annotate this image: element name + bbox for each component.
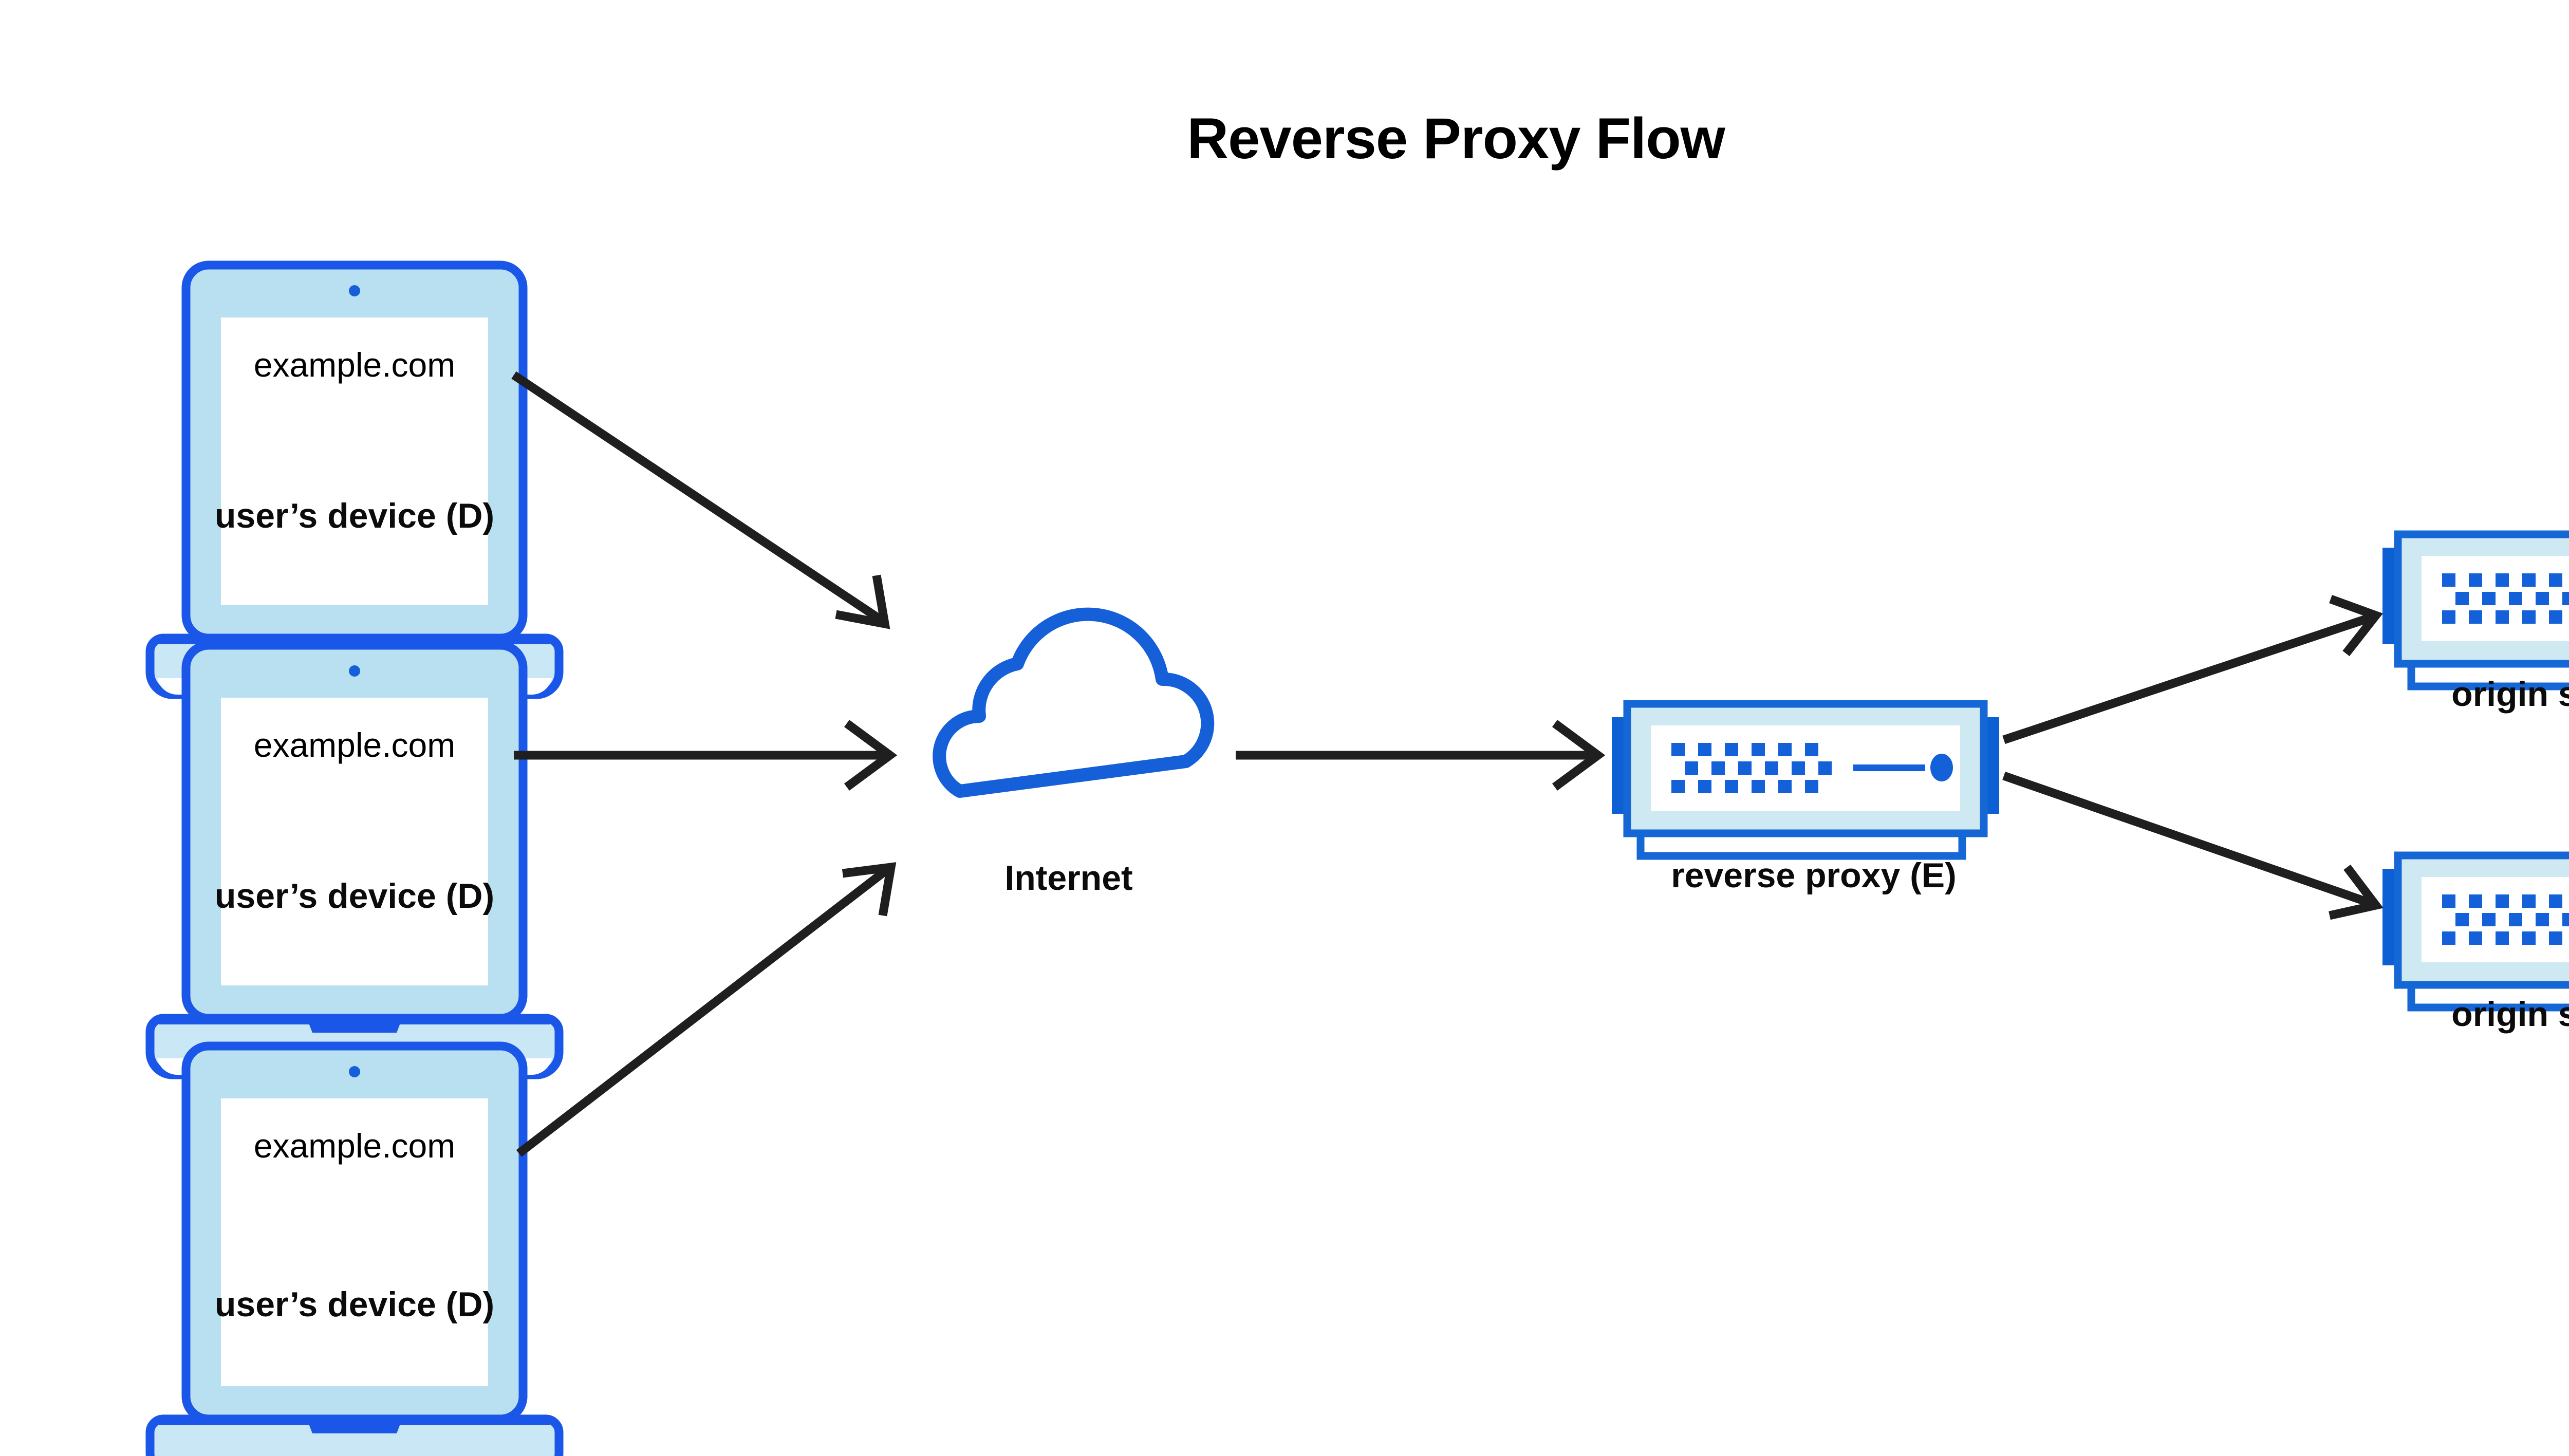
origin-bottom-icon[interactable] [2382, 855, 2569, 1007]
device-middle-screen-text: example.com [253, 726, 456, 764]
page-title: Reverse Proxy Flow [1187, 106, 1725, 171]
device-top-icon[interactable] [150, 265, 559, 695]
origin-top-icon[interactable] [2382, 534, 2569, 686]
edge-device-middle-to-cloud [514, 720, 898, 791]
edge-device-bottom-to-cloud [516, 862, 897, 1157]
device-middle-icon[interactable] [150, 645, 559, 1075]
edge-cloud-to-proxy [1236, 720, 1606, 791]
edge-device-top-to-cloud [511, 371, 890, 629]
device-bottom-icon[interactable] [150, 1046, 559, 1456]
device-bottom-label: user’s device (D) [214, 1285, 495, 1324]
reverse-proxy-label: reverse proxy (E) [1671, 856, 1957, 895]
edge-proxy-to-origin-top [2002, 595, 2383, 744]
device-top-label: user’s device (D) [214, 496, 495, 535]
origin-bottom-label: origin server (F) [2451, 995, 2569, 1034]
internet-cloud-icon[interactable] [939, 614, 1207, 791]
reverse-proxy-icon[interactable] [1612, 704, 1999, 856]
internet-cloud-label: Internet [1004, 858, 1133, 898]
origin-top-label: origin server (F) [2451, 675, 2569, 714]
device-bottom-screen-text: example.com [253, 1127, 456, 1165]
edge-proxy-to-origin-bottom [2002, 771, 2384, 920]
device-middle-label: user’s device (D) [214, 876, 495, 916]
device-top-screen-text: example.com [253, 346, 456, 384]
